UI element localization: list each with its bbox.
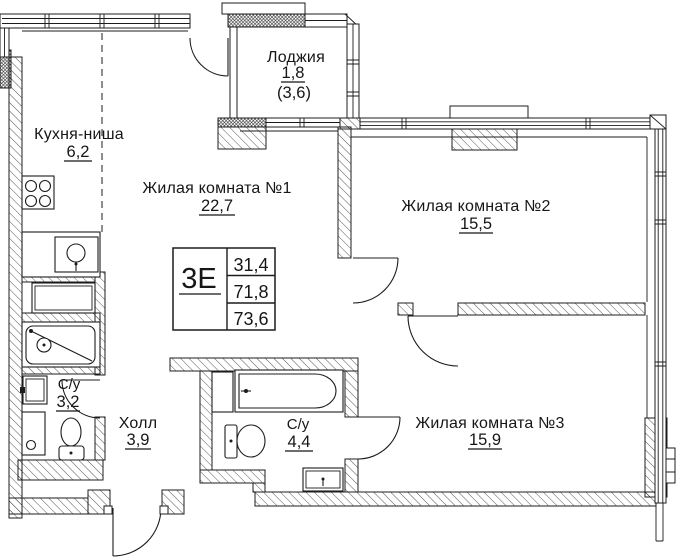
cabinet-icon	[31, 282, 96, 314]
wall-segment	[17, 459, 104, 481]
loggia-door	[189, 37, 229, 77]
threshold-step	[159, 505, 169, 515]
vent-block	[217, 117, 267, 128]
room-area-bath1: 3,2	[57, 393, 80, 411]
toilet-icon	[224, 424, 266, 459]
wall-segment	[344, 458, 359, 493]
spec-table: 3Е 31,4 71,8 73,6	[172, 247, 276, 331]
bathtub-icon	[234, 369, 344, 413]
window-band	[654, 128, 667, 504]
door-arc	[352, 257, 399, 304]
window-band	[0, 13, 191, 29]
room-area-hall: 3,9	[127, 431, 150, 449]
window-band	[359, 117, 651, 130]
interior-lines	[22, 30, 648, 418]
wall-segment	[344, 370, 359, 418]
room-area-kitchen: 6,2	[67, 143, 90, 161]
walls	[8, 56, 658, 519]
wall-segment	[252, 482, 266, 493]
wall-segment	[8, 497, 89, 515]
room2-door	[352, 257, 399, 304]
room-label-kitchen: Кухня-ниша	[34, 126, 124, 143]
door-arc	[357, 416, 401, 460]
area-total-value: 73,6	[233, 309, 268, 329]
room-label-bath1: С/у	[58, 376, 81, 393]
door-arc	[112, 507, 162, 557]
room-label-hall: Холл	[119, 415, 158, 432]
door-arc	[189, 37, 229, 77]
loggia-partition	[229, 26, 238, 119]
wash-basin-icon	[20, 375, 48, 405]
facade-ledge	[665, 447, 676, 484]
wall-segment	[337, 126, 352, 259]
window-mullion	[401, 118, 591, 129]
kitchen-sink-icon	[21, 231, 101, 278]
room-area-loggia: 1,8	[282, 64, 305, 82]
vent-block	[227, 13, 306, 28]
window-mullion	[44, 14, 160, 28]
door-arc	[407, 315, 459, 367]
room-area-loggia-secondary: (3,6)	[277, 84, 311, 102]
wall-segment	[94, 416, 106, 461]
fixtures	[20, 175, 344, 492]
room-label-room1: Жилая комната №1	[142, 180, 291, 197]
room-label-loggia: Лоджия	[267, 49, 325, 66]
doors	[61, 37, 459, 557]
wall-segment	[199, 469, 266, 484]
facade-tab	[449, 105, 529, 119]
room-area-room3: 15,9	[469, 431, 501, 449]
wall-segment	[451, 128, 518, 151]
bathroom2-door	[357, 416, 401, 460]
washing-machine-icon	[21, 411, 46, 456]
room-label-bath2: С/у	[287, 416, 310, 433]
room-label-room2: Жилая комната №2	[401, 198, 550, 215]
stove-icon	[21, 175, 55, 210]
toilet-icon	[58, 417, 85, 461]
wall-segment	[397, 302, 414, 316]
area-living-value: 31,4	[233, 255, 268, 275]
window-mullion	[347, 59, 359, 97]
apartment-type-label: 3Е	[181, 263, 216, 295]
room-area-room1: 22,7	[201, 197, 233, 215]
threshold-step	[103, 505, 113, 515]
wall-segment	[8, 56, 23, 519]
wall-segment	[169, 357, 359, 372]
bathroom1-door	[61, 379, 101, 419]
room-area-room2: 15,5	[460, 215, 492, 233]
wash-basin-icon	[302, 467, 344, 492]
wall-segment	[199, 370, 213, 471]
windows	[0, 2, 676, 542]
door-arc	[61, 379, 101, 419]
room-label-room3: Жилая комната №3	[415, 415, 564, 432]
bath2-cabinet-icon	[211, 371, 234, 413]
window-mullion	[655, 171, 666, 367]
entrance-door	[103, 505, 169, 557]
wall-segment	[21, 366, 101, 375]
wall-segment	[457, 302, 646, 316]
room3-door	[407, 315, 459, 367]
window-mullion	[299, 118, 305, 127]
room-area-bath2: 4,4	[288, 433, 311, 451]
room-labels: Лоджия 1,8 (3,6) Кухня-ниша 6,2 Жилая ко…	[34, 49, 564, 452]
facade-tab	[221, 2, 306, 15]
wall-segment	[254, 491, 657, 507]
shower-bath-icon	[21, 321, 101, 368]
wall-segment	[217, 126, 267, 150]
area-heated-value: 71,8	[233, 282, 268, 302]
wall-segment	[21, 312, 101, 323]
